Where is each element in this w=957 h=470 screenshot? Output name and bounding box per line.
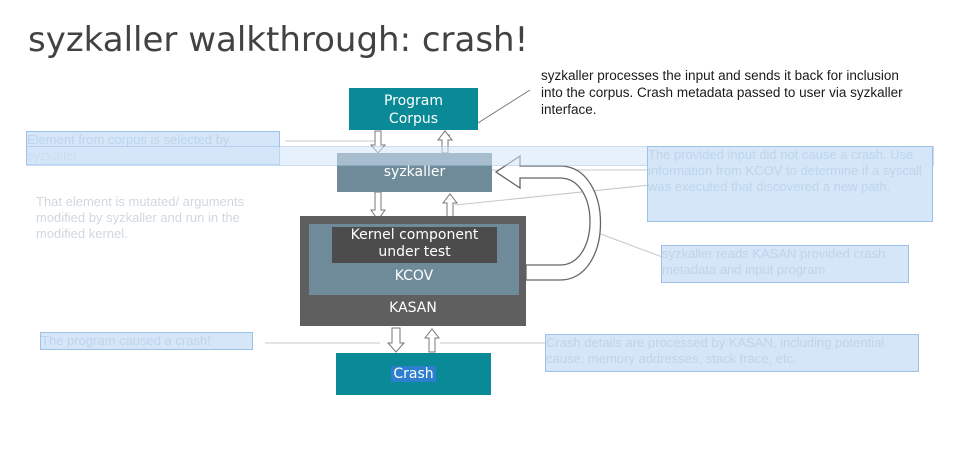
annotation-corpus-return: syzkaller processes the input and sends …: [541, 68, 903, 117]
kernel-component-box: Kernel component under test: [332, 227, 497, 263]
program-corpus-box: Program Corpus: [349, 88, 478, 130]
page-title: syzkaller walkthrough: crash!: [28, 20, 529, 60]
crash-box: Crash: [336, 353, 491, 395]
kernel-component-label: Kernel component under test: [350, 227, 479, 260]
crash-label: Crash: [391, 366, 436, 382]
arrow-kernel-up: [441, 193, 459, 219]
annotation-no-crash: The provided input did not cause a crash…: [647, 146, 933, 222]
annotation-program-crash-text: The program caused a crash!: [41, 333, 211, 348]
arrow-syz-down: [370, 191, 386, 221]
annotation-crash-details: Crash details are processed by KASAN, in…: [545, 334, 919, 372]
annotation-kasan-reads: syzkaller reads KASAN provided crash met…: [661, 245, 909, 283]
annotation-program-crash: The program caused a crash!: [40, 332, 253, 350]
kasan-label: KASAN: [389, 300, 437, 316]
annotation-crash-details-text: Crash details are processed by KASAN, in…: [546, 335, 885, 366]
annotation-mutated: That element is mutated/ arguments modif…: [36, 194, 245, 241]
annotation-no-crash-text: The provided input did not cause a crash…: [648, 147, 922, 194]
arrow-kasan-down: [386, 327, 406, 353]
annotation-kasan-reads-text: syzkaller reads KASAN provided crash met…: [662, 246, 886, 277]
arrow-crash-up: [423, 328, 441, 353]
program-corpus-label: Program Corpus: [383, 93, 444, 127]
kcov-label: KCOV: [394, 268, 434, 284]
